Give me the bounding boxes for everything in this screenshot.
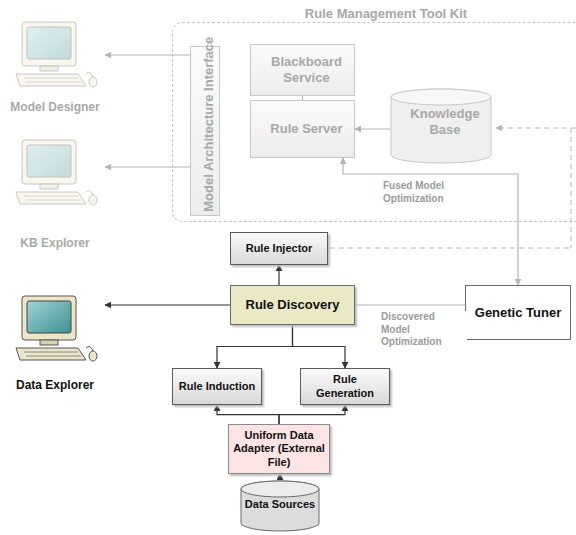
node-label: Rule Discovery [242, 297, 344, 313]
adapter-box: Uniform Data Adapter (External File) [228, 424, 330, 474]
connector [355, 128, 390, 129]
connector [105, 54, 190, 55]
node-label: Model Architecture Interface [201, 50, 217, 212]
node-label: KB Explorer [16, 236, 93, 250]
node-label: Data Sources [241, 498, 319, 511]
node-label: Genetic Tuner [471, 305, 565, 321]
node-label: Model Designer [6, 100, 103, 114]
connector [279, 405, 345, 424]
node-label: Rule Induction [175, 380, 259, 393]
database-cylinder: Data Sources [240, 480, 320, 532]
dashed-frame [172, 22, 576, 222]
edge-label: Fused Model Optimization [381, 180, 475, 205]
edge-label: Discovered Model Optimization [379, 311, 467, 349]
workstation-icon [16, 140, 97, 205]
service-box: Blackboard Service [250, 44, 355, 96]
process-box: Rule Discovery [230, 285, 355, 325]
connector [293, 325, 346, 368]
node-label: Rule Injector [242, 242, 317, 255]
interface-band: Model Architecture Interface [190, 46, 220, 216]
workstation-icon [16, 296, 97, 361]
process-box: Rule Induction [172, 368, 262, 405]
workstation: KB Explorer [5, 132, 105, 250]
process-box: Rule Generation [300, 368, 390, 405]
workstation: Data Explorer [5, 292, 105, 392]
connector [105, 166, 190, 167]
node-label: Rule Generation [301, 373, 389, 399]
dashed-link [571, 128, 572, 248]
database-cylinder: Knowledge Base [390, 88, 492, 164]
connector [355, 304, 465, 305]
connector [217, 325, 293, 368]
node-label: Uniform Data Adapter (External File) [229, 429, 329, 469]
dashed-link [496, 128, 576, 129]
process-box: Rule Injector [230, 232, 328, 265]
connector [217, 405, 279, 424]
node-label: Rule Server [270, 121, 342, 137]
connector [278, 265, 279, 285]
group-heading: Rule Management Tool Kit [305, 6, 467, 22]
node-label: Data Explorer [12, 378, 98, 392]
node-label: Knowledge Base [398, 106, 492, 137]
process-box: Genetic Tuner [465, 285, 571, 340]
connector [279, 474, 280, 480]
workstation-icon [16, 22, 97, 87]
dashed-link [330, 248, 571, 249]
server-box: Rule Server [250, 100, 355, 158]
toolkit-region: Rule Management Tool KitModel Architectu… [172, 4, 576, 222]
connector [105, 304, 230, 305]
node-label: Blackboard Service [259, 54, 354, 85]
workstation: Model Designer [5, 18, 105, 114]
